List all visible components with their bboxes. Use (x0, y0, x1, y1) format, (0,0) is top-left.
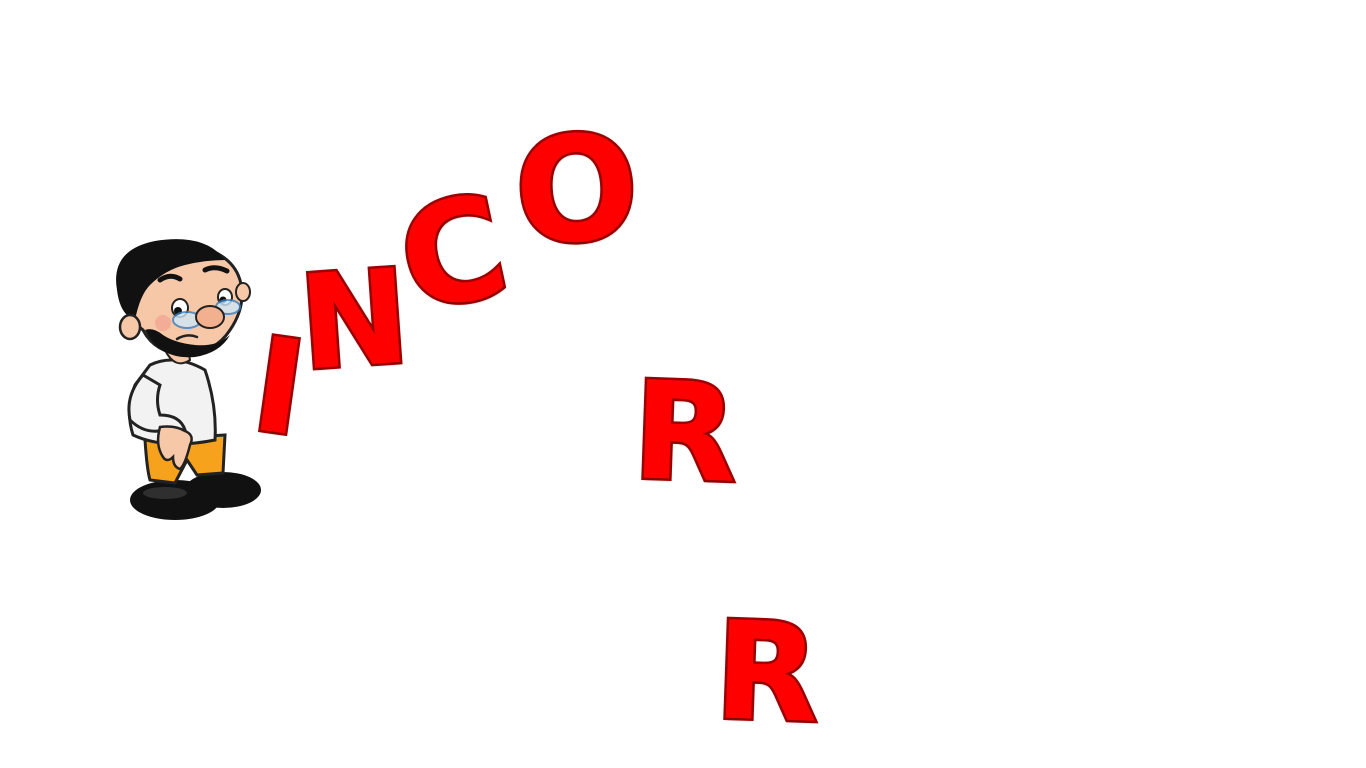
letter-o: O (508, 100, 645, 280)
embarrassed-man-icon (105, 235, 270, 530)
letter-r-1: R (628, 350, 742, 516)
letter-n: N (292, 238, 416, 402)
letter-r-2: R (710, 590, 824, 756)
